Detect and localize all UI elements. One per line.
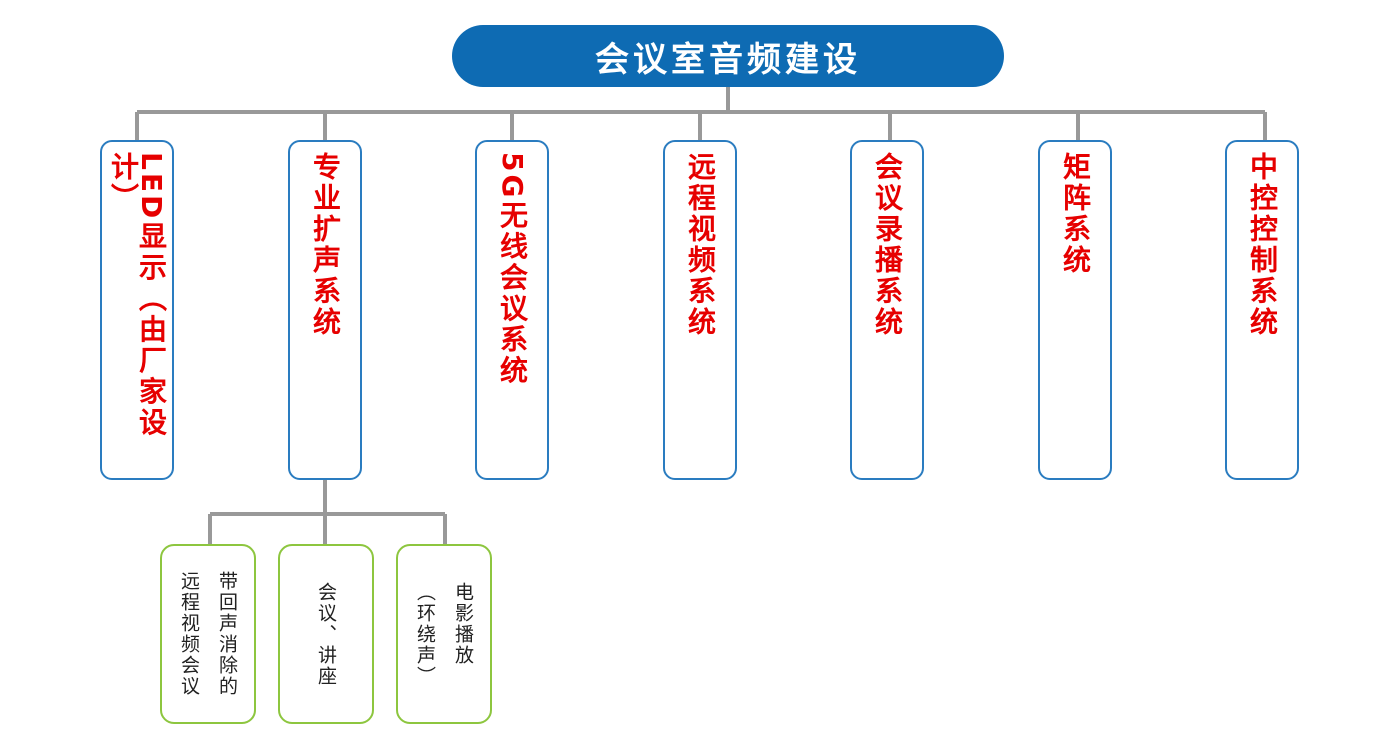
main-node-central-control: 中控控制系统 [1225,140,1299,480]
sub-node-label: 带回声消除的 远程视频会议 [178,571,238,697]
main-node-remote-video: 远程视频系统 [663,140,737,480]
sub-node-echo-cancel-video: 带回声消除的 远程视频会议 [160,544,256,724]
main-node-label: LED显示（由厂家设计） [107,152,168,439]
main-node-label: 会议录播系统 [871,152,904,338]
main-node-label: 5G无线会议系统 [496,152,529,387]
main-node-label: 矩阵系统 [1059,152,1092,276]
main-node-label: 远程视频系统 [684,152,717,338]
main-node-pro-sound: 专业扩声系统 [288,140,362,480]
main-node-5g-wireless: 5G无线会议系统 [475,140,549,480]
main-node-matrix: 矩阵系统 [1038,140,1112,480]
sub-node-label: 电影播放 （环绕声） [414,581,474,687]
sub-node-movie-playback: 电影播放 （环绕声） [396,544,492,724]
sub-node-label: 会议、讲座 [315,581,337,687]
main-node-label: 专业扩声系统 [309,152,342,338]
sub-node-meeting-lecture: 会议、讲座 [278,544,374,724]
main-node-recording: 会议录播系统 [850,140,924,480]
diagram-title: 会议室音频建设 [452,25,1004,87]
main-node-led-display: LED显示（由厂家设计） [100,140,174,480]
main-node-label: 中控控制系统 [1246,152,1279,338]
